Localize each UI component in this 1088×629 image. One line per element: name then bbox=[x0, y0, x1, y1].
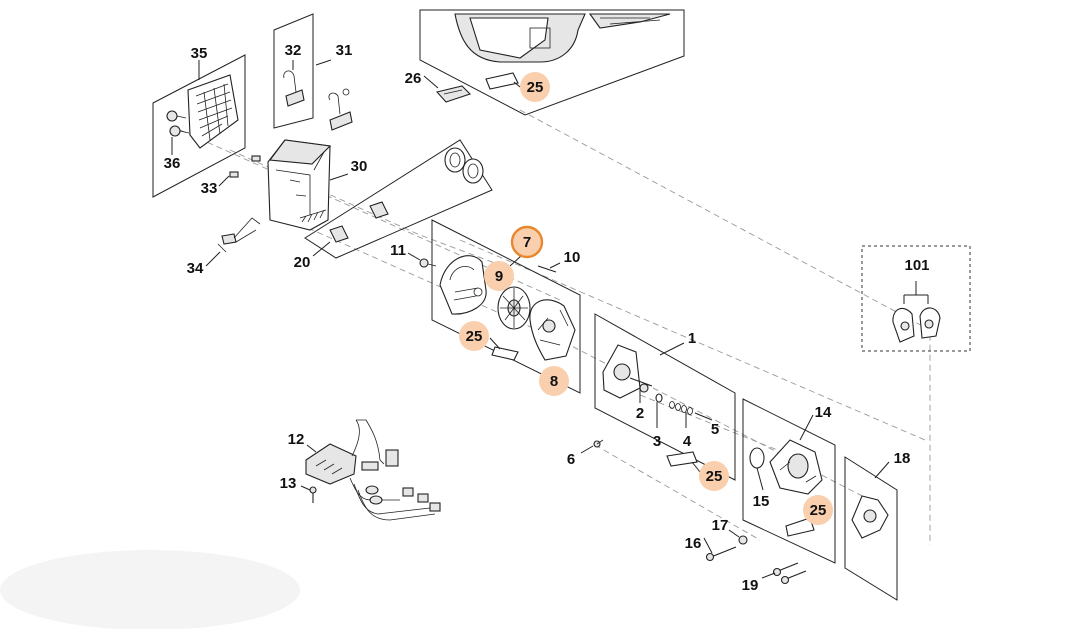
part-label-25-housing[interactable]: 25 bbox=[527, 79, 544, 96]
part-label-31[interactable]: 31 bbox=[336, 42, 353, 59]
part-label-25-cap[interactable]: 25 bbox=[810, 502, 827, 519]
screw-part-16 bbox=[705, 546, 737, 562]
seal-part-20a bbox=[444, 147, 466, 173]
part-label-5[interactable]: 5 bbox=[711, 421, 719, 438]
rear-bracket-frame bbox=[844, 456, 898, 601]
background-shadow bbox=[0, 550, 300, 629]
part-label-10[interactable]: 10 bbox=[564, 249, 581, 266]
pin-part-10 bbox=[537, 265, 557, 273]
part-label-20[interactable]: 20 bbox=[294, 254, 311, 271]
control-cover-frame bbox=[304, 139, 493, 259]
optional-bracket-part bbox=[892, 281, 941, 343]
grille-part bbox=[187, 74, 239, 149]
part-label-18[interactable]: 18 bbox=[894, 450, 911, 467]
wiring-harness-part bbox=[305, 419, 441, 521]
fan-housing-part bbox=[529, 299, 576, 361]
part-label-25-fan[interactable]: 25 bbox=[466, 328, 483, 345]
screw-part-19 bbox=[772, 562, 807, 585]
fan-group-frame bbox=[431, 219, 581, 394]
part-label-6[interactable]: 6 bbox=[567, 451, 575, 468]
part-label-4[interactable]: 4 bbox=[683, 433, 692, 450]
selected-circle-7 bbox=[510, 225, 544, 259]
housing-group-frame bbox=[419, 9, 685, 116]
part-label-15[interactable]: 15 bbox=[753, 493, 770, 510]
highlight-circle-25-housing bbox=[520, 72, 550, 102]
highlight-circle-8 bbox=[539, 366, 569, 396]
button-part-20 bbox=[329, 201, 389, 243]
clip-part-33b bbox=[251, 155, 261, 162]
end-cap-part bbox=[769, 439, 823, 495]
impeller-part bbox=[497, 286, 531, 330]
part-label-19[interactable]: 19 bbox=[742, 577, 759, 594]
part-label-25-motor[interactable]: 25 bbox=[706, 468, 723, 485]
motor-part bbox=[602, 344, 653, 399]
part-label-30[interactable]: 30 bbox=[351, 158, 368, 175]
part-label-101[interactable]: 101 bbox=[904, 257, 929, 274]
shoe-part-cap bbox=[785, 517, 815, 537]
housing-part bbox=[454, 13, 671, 63]
cap-group-frame bbox=[742, 398, 836, 564]
grille-group-frame bbox=[152, 54, 246, 198]
part-number-labels: 35 32 31 36 33 30 34 20 26 25 11 7 10 9 … bbox=[164, 42, 930, 594]
bracket-part-26 bbox=[435, 85, 472, 103]
screw-part-13 bbox=[309, 486, 317, 503]
control-box-part bbox=[267, 139, 332, 231]
highlight-markers bbox=[459, 72, 833, 525]
part-label-2[interactable]: 2 bbox=[636, 405, 644, 422]
part-label-35[interactable]: 35 bbox=[191, 45, 208, 62]
part-label-1[interactable]: 1 bbox=[688, 330, 696, 347]
circlip-part-15 bbox=[749, 447, 765, 469]
hook-part-31 bbox=[283, 70, 353, 131]
part-label-12[interactable]: 12 bbox=[288, 431, 305, 448]
shoe-part-housing bbox=[485, 72, 519, 90]
part-label-7[interactable]: 7 bbox=[523, 234, 531, 251]
highlight-circle-25-cap bbox=[803, 495, 833, 525]
part-label-3[interactable]: 3 bbox=[653, 433, 661, 450]
seal-part-20b bbox=[462, 158, 484, 184]
group-frames bbox=[152, 9, 971, 601]
part-label-13[interactable]: 13 bbox=[280, 475, 297, 492]
shoe-part-fan bbox=[491, 346, 519, 361]
leader-lines bbox=[171, 59, 890, 579]
washer-parts bbox=[655, 393, 693, 415]
part-label-9[interactable]: 9 bbox=[495, 268, 503, 285]
part-label-32[interactable]: 32 bbox=[285, 42, 302, 59]
part-label-14[interactable]: 14 bbox=[815, 404, 832, 421]
highlight-circle-9 bbox=[484, 261, 514, 291]
part-label-17[interactable]: 17 bbox=[712, 517, 729, 534]
shoe-part-motor bbox=[666, 451, 698, 467]
fan-cover-part bbox=[439, 255, 487, 315]
part-label-33[interactable]: 33 bbox=[201, 180, 218, 197]
highlight-circle-25-motor bbox=[699, 461, 729, 491]
rear-bracket-part bbox=[851, 495, 889, 539]
optional-part-frame bbox=[861, 245, 971, 352]
clip-part-33a bbox=[229, 171, 239, 178]
part-label-8[interactable]: 8 bbox=[550, 373, 558, 390]
screw-part-11 bbox=[419, 258, 437, 268]
motor-group-frame bbox=[594, 313, 736, 481]
part-label-11[interactable]: 11 bbox=[390, 242, 406, 259]
washer-part-17 bbox=[738, 535, 748, 545]
clip-part-34 bbox=[217, 217, 261, 253]
part-label-26[interactable]: 26 bbox=[405, 70, 422, 87]
hook-group-frame bbox=[273, 13, 314, 129]
part-label-16[interactable]: 16 bbox=[685, 535, 702, 552]
highlight-circle-25-fan bbox=[459, 321, 489, 351]
screw-part-6 bbox=[593, 439, 604, 448]
part-label-34[interactable]: 34 bbox=[187, 260, 204, 277]
part-label-36[interactable]: 36 bbox=[164, 155, 181, 172]
screw-part-36 bbox=[166, 110, 190, 137]
